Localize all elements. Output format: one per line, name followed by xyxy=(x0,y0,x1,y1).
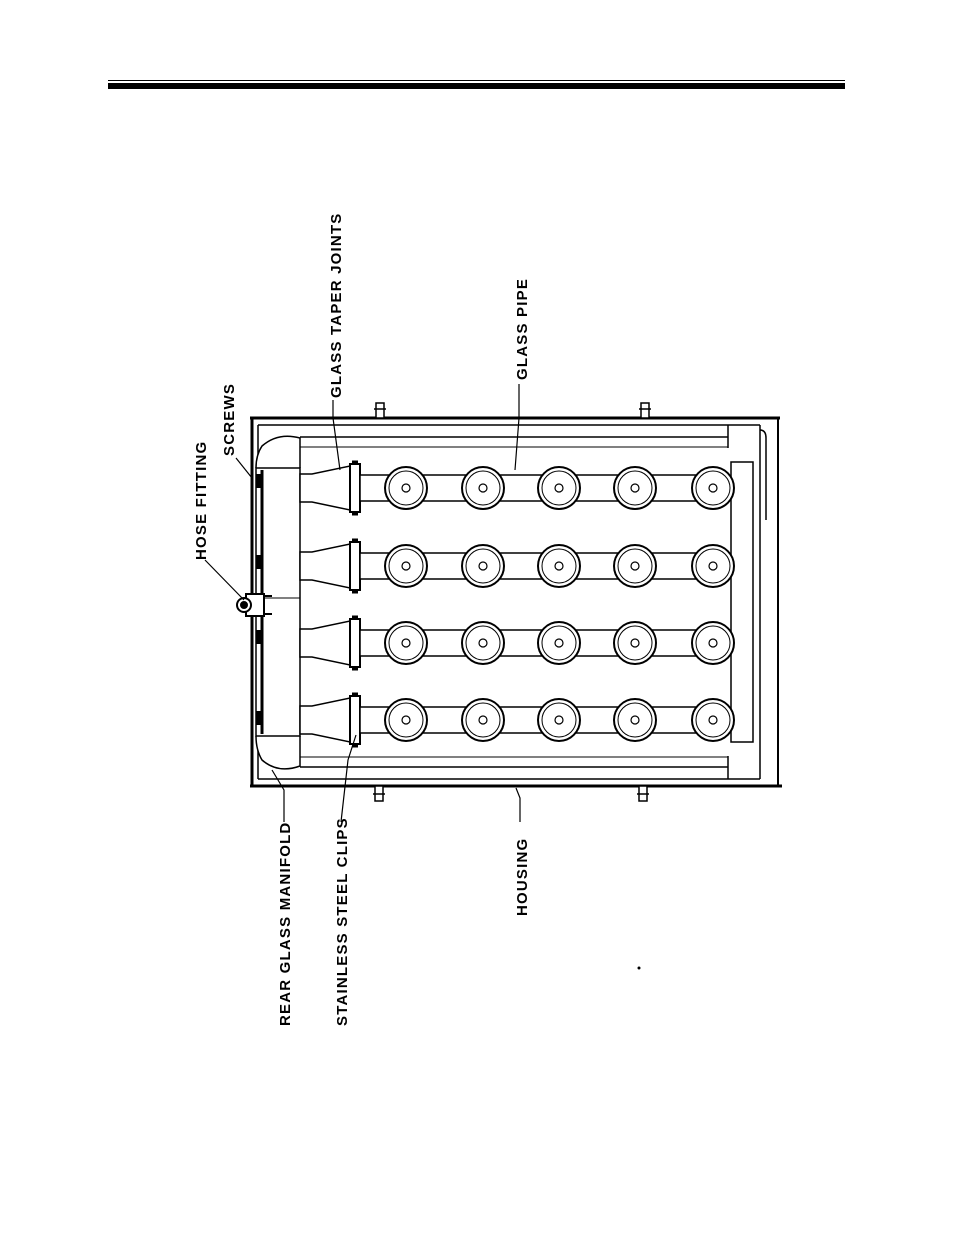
taper-joint xyxy=(300,466,350,510)
steel-clip xyxy=(350,542,360,590)
pipe-fitting xyxy=(462,467,504,509)
label-glass-taper-joints: GLASS TAPER JOINTS xyxy=(328,212,345,398)
glass-pipes xyxy=(300,462,734,746)
pipe-fitting xyxy=(385,699,427,741)
pipe-fitting xyxy=(692,622,734,664)
label-housing: HOUSING xyxy=(514,838,531,916)
speck xyxy=(638,967,641,970)
pipe-fitting xyxy=(385,622,427,664)
label-screws: SCREWS xyxy=(221,383,238,456)
label-glass-pipe: GLASS PIPE xyxy=(514,278,531,380)
pipe-row xyxy=(300,694,734,746)
steel-clip xyxy=(350,464,360,512)
label-stainless-steel-clips: STAINLESS STEEL CLIPS xyxy=(334,817,351,1026)
pipe-fitting xyxy=(538,467,580,509)
pipe-fitting xyxy=(692,467,734,509)
pipe-row xyxy=(300,617,734,669)
pipe-fitting xyxy=(462,699,504,741)
pipe-fitting xyxy=(614,545,656,587)
label-hose-fitting: HOSE FITTING xyxy=(193,441,210,560)
pipe-fitting xyxy=(538,545,580,587)
pipe-fitting xyxy=(614,467,656,509)
pipe-row xyxy=(300,462,734,514)
pipe-row xyxy=(300,540,734,592)
pipe-fitting xyxy=(692,545,734,587)
pipe-fitting xyxy=(614,622,656,664)
pipe-fitting xyxy=(538,699,580,741)
steel-clip xyxy=(350,619,360,667)
housing-nipples xyxy=(373,403,651,801)
taper-joint xyxy=(300,621,350,665)
pipe-fitting xyxy=(385,467,427,509)
pipe-fitting xyxy=(462,622,504,664)
pipe-fitting xyxy=(385,545,427,587)
pipe-fitting xyxy=(692,699,734,741)
label-rear-glass-manifold: REAR GLASS MANIFOLD xyxy=(277,822,294,1026)
pipe-fitting xyxy=(462,545,504,587)
taper-joint xyxy=(300,544,350,588)
pipe-fitting xyxy=(538,622,580,664)
pipe-fitting xyxy=(614,699,656,741)
taper-joint xyxy=(300,698,350,742)
